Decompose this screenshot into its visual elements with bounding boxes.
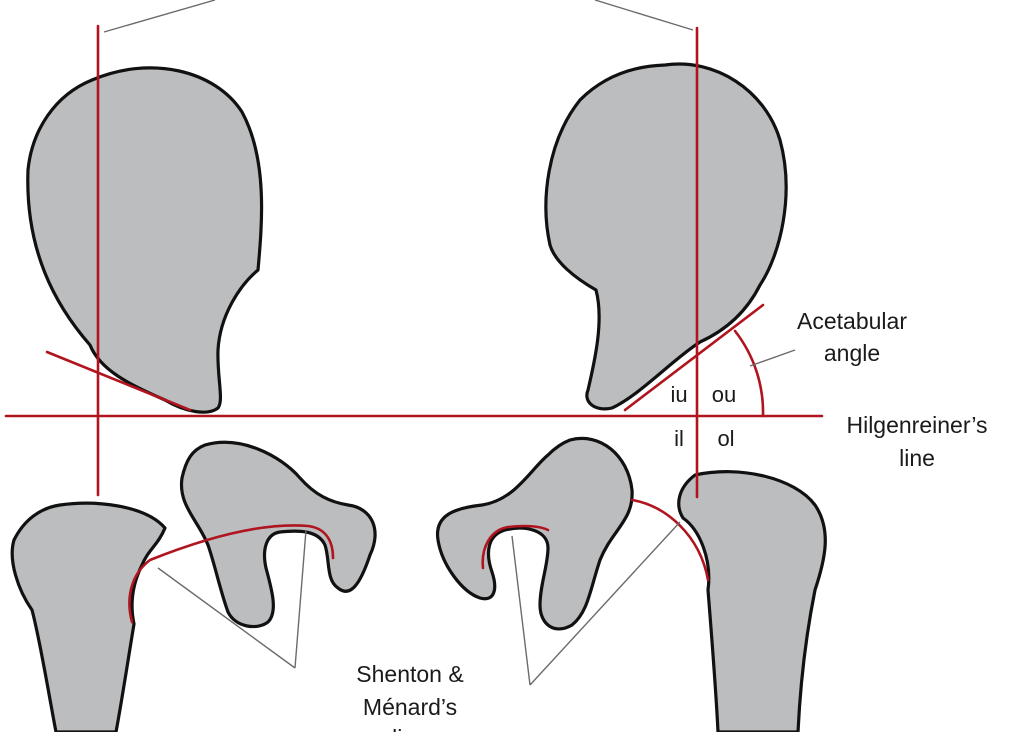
acetabular-angle-label-line2: angle bbox=[824, 340, 880, 366]
shenton-leader-4 bbox=[529, 521, 681, 686]
left-ilium bbox=[26, 66, 264, 414]
right-shenton-line bbox=[481, 498, 710, 582]
right-acetabular-line bbox=[623, 303, 765, 412]
right-femur bbox=[677, 470, 827, 732]
right-perkins-leader bbox=[594, 0, 694, 31]
shenton-leader-2 bbox=[294, 529, 307, 669]
quadrant-il: il bbox=[674, 426, 684, 451]
shenton-leader-1 bbox=[157, 567, 296, 669]
acetabular-angle-arc bbox=[733, 329, 765, 418]
left-ischium-pubis bbox=[179, 440, 377, 629]
left-femur bbox=[10, 501, 167, 732]
right-ischium-pubis bbox=[435, 436, 634, 631]
quadrant-iu: iu bbox=[670, 382, 687, 407]
quadrant-ol: ol bbox=[717, 426, 734, 451]
acetabular-angle-label-line1: Acetabular bbox=[797, 308, 907, 334]
shenton-leader-3 bbox=[511, 535, 531, 686]
left-perkins-leader bbox=[103, 0, 216, 33]
shenton-label-line2: Ménard’s bbox=[363, 694, 457, 720]
shenton-label-line1: Shenton & bbox=[356, 661, 463, 687]
hilgenreiner-label-line1: Hilgenreiner’s bbox=[846, 412, 987, 438]
left-acetabular-line bbox=[45, 350, 192, 412]
shenton-label-line3: line bbox=[392, 725, 428, 732]
right-ilium bbox=[544, 62, 788, 411]
acetabular-angle-leader bbox=[749, 349, 796, 367]
quadrant-ou: ou bbox=[712, 382, 736, 407]
left-shenton-line bbox=[128, 524, 335, 624]
hilgenreiner-label-line2: line bbox=[899, 445, 935, 471]
